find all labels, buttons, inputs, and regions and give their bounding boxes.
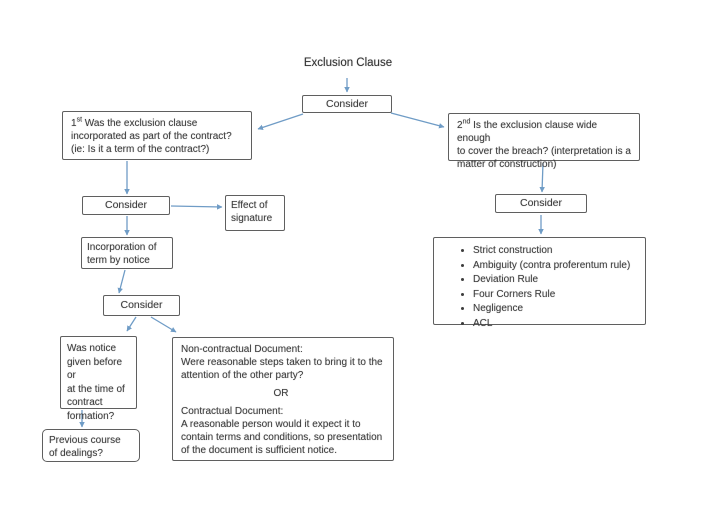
question2-box: 2nd Is the exclusion clause wide enough …	[448, 113, 640, 170]
consider-label: Consider	[120, 299, 163, 311]
diagram-title: Exclusion Clause	[303, 57, 393, 69]
consider-label: Consider	[104, 199, 148, 211]
arrow-consider3-to-document	[150, 316, 177, 333]
incorporation-by-notice-box: Incorporation of term by notice	[81, 237, 173, 269]
effect-of-signature-box: Effect of signature	[225, 195, 285, 231]
non-contractual-body: Were reasonable steps taken to bring it …	[181, 357, 383, 381]
contractual-body: A reasonable person would it expect it t…	[181, 419, 383, 456]
arrow-consider3-to-notice	[126, 316, 137, 332]
list-item: ACL	[473, 318, 645, 330]
consider-node-notice: Consider	[103, 295, 180, 316]
list-item: Four Corners Rule	[473, 289, 645, 301]
or-separator: OR	[273, 388, 289, 399]
arrow-consider2-to-effect	[170, 204, 223, 210]
arrow-consider1-to-question1	[257, 113, 304, 131]
list-item: Strict construction	[473, 245, 645, 257]
consider-node-left: Consider	[82, 196, 170, 215]
list-item: Negligence	[473, 303, 645, 315]
question2-text: Is the exclusion clause wide enough to c…	[457, 120, 631, 170]
arrow-incorporation-to-consider3	[117, 269, 126, 294]
construction-rules-list: Strict construction Ambiguity (contra pr…	[434, 245, 645, 330]
question1-ordinal: 1st	[71, 116, 83, 129]
consider-node-right: Consider	[495, 194, 587, 213]
consider-label: Consider	[325, 97, 369, 110]
consider-node-top: Consider	[302, 95, 392, 113]
notice-timing-box: Was notice given before or at the time o…	[60, 336, 137, 422]
previous-dealings-box: Previous course of dealings?	[42, 429, 140, 462]
construction-rules-box: Strict construction Ambiguity (contra pr…	[433, 237, 646, 329]
question1-text: Was the exclusion clause incorporated as…	[71, 118, 232, 155]
non-contractual-heading: Non-contractual Document:	[181, 344, 303, 355]
question1-box: 1st Was the exclusion clause incorporate…	[62, 111, 252, 160]
document-types-box: Non-contractual Document: Were reasonabl…	[172, 337, 394, 461]
question2-ordinal: 2nd	[457, 118, 471, 131]
list-item: Deviation Rule	[473, 274, 645, 286]
contractual-heading: Contractual Document:	[181, 406, 284, 417]
consider-label: Consider	[519, 197, 563, 209]
arrow-consider1-to-question2	[390, 112, 445, 129]
list-item: Ambiguity (contra proferentum rule)	[473, 260, 645, 272]
